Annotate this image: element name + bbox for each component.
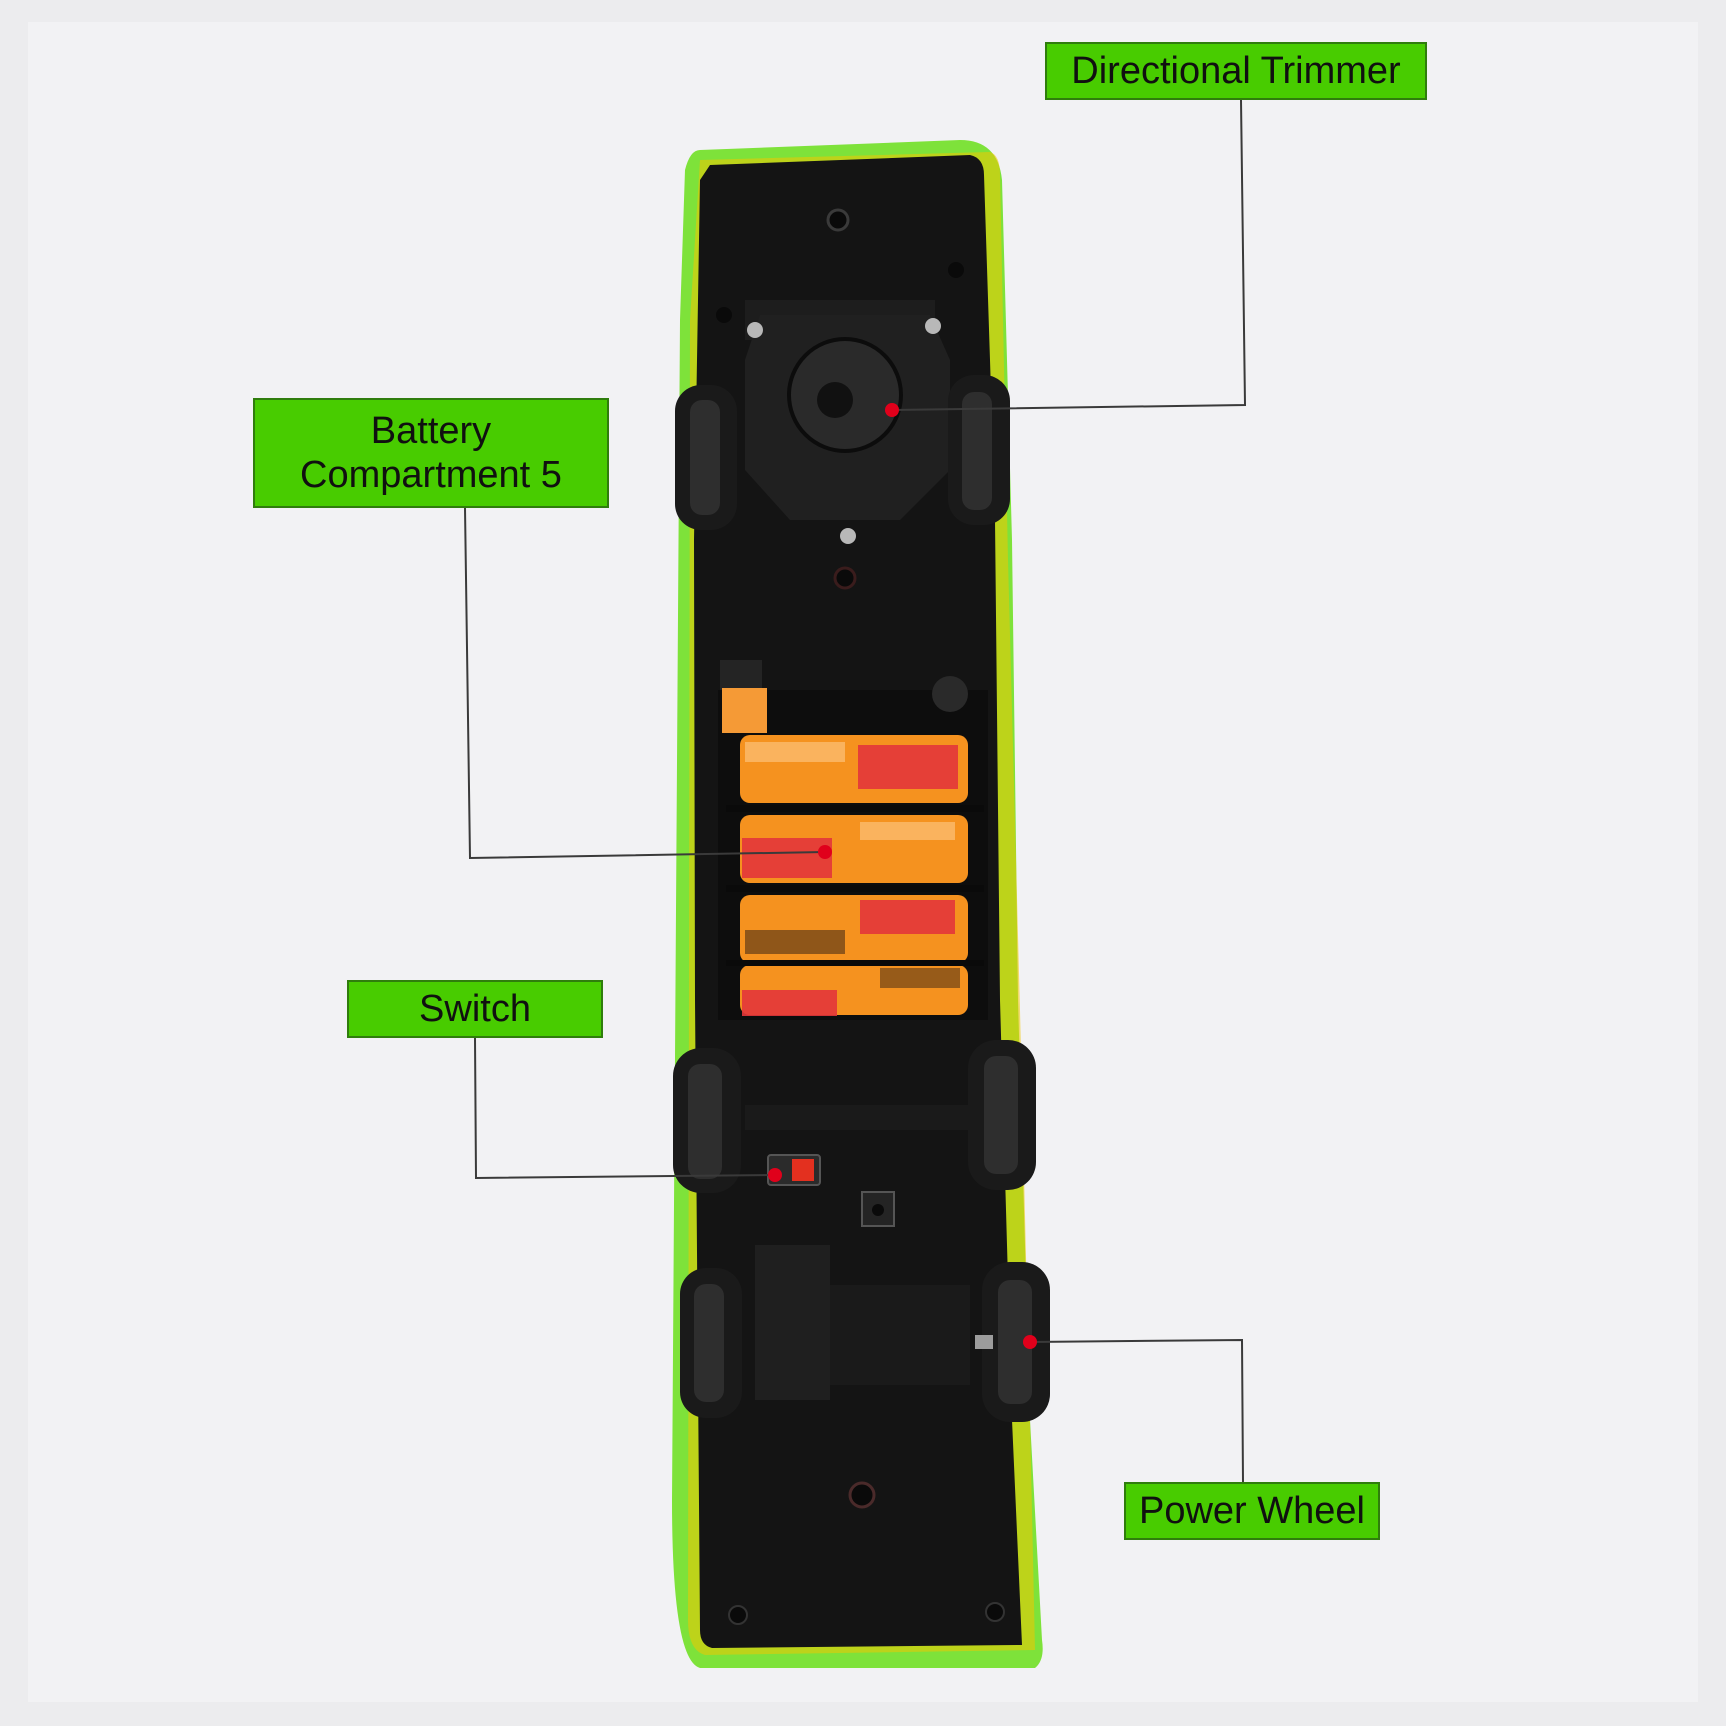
front-wheel-left (675, 385, 737, 530)
callout-power-wheel-text: Power Wheel (1139, 1490, 1365, 1532)
middle-wheel-left (673, 1048, 741, 1193)
steering-housing (716, 208, 964, 590)
power-wheel-icon (975, 1262, 1050, 1422)
marker-dots (768, 403, 1037, 1349)
middle-wheel-right (968, 1040, 1036, 1190)
charging-port (861, 1191, 895, 1227)
leader-lines (464, 99, 1247, 1483)
callout-battery-compartment: Battery Compartment 5 (253, 398, 609, 508)
front-wheel-right (948, 375, 1010, 525)
callout-switch-text: Switch (419, 988, 531, 1030)
callout-battery-compartment-line-1: Battery (370, 410, 492, 452)
motor-housing (755, 1245, 970, 1400)
callout-directional-trimmer-text: Directional Trimmer (1071, 50, 1401, 92)
battery-icon (726, 735, 984, 1016)
callout-directional-trimmer: Directional Trimmer (1045, 42, 1427, 100)
callout-switch: Switch (347, 980, 603, 1038)
callout-power-wheel: Power Wheel (1124, 1482, 1380, 1540)
callout-battery-compartment-line-2: Compartment 5 (300, 454, 562, 496)
rear-wheel-left (680, 1268, 742, 1418)
